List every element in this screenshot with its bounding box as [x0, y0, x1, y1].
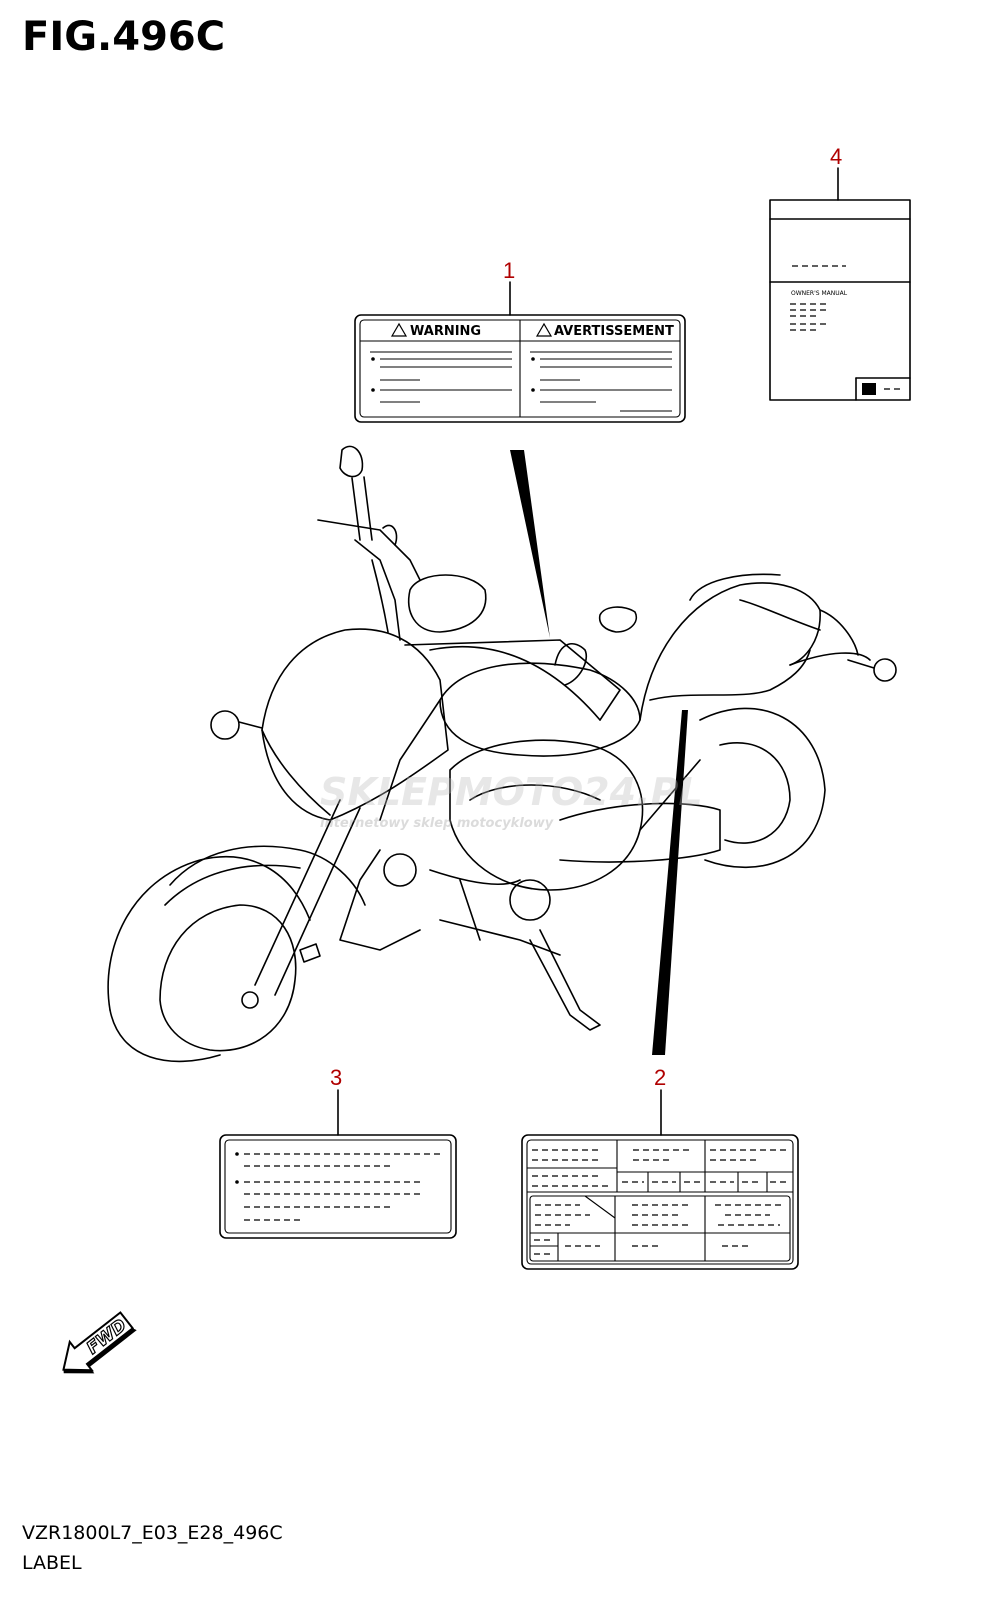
avertissement-icon	[535, 322, 553, 337]
watermark-sub: internetowy sklep motocyklowy	[320, 816, 554, 831]
watermark: SKLEPMOTO24.PL internetowy sklep motocyk…	[320, 770, 703, 831]
motorcycle-drawing	[107, 445, 897, 1063]
figure-name: LABEL	[22, 1552, 82, 1574]
owners-manual-text: OWNER'S MANUAL	[791, 290, 848, 297]
figure-title: FIG.496C	[22, 14, 226, 60]
leader-1	[510, 450, 550, 638]
warning-label[interactable]: WARNING AVERTISSEMENT	[354, 281, 686, 423]
suzuki-logo-icon	[862, 383, 876, 395]
leader-2	[652, 710, 688, 1055]
callout-3: 3	[330, 1065, 342, 1090]
avertissement-heading: AVERTISSEMENT	[554, 324, 674, 339]
watermark-main: SKLEPMOTO24.PL	[320, 770, 703, 814]
figure-code: VZR1800L7_E03_E28_496C	[22, 1522, 283, 1544]
tire-info-label[interactable]	[521, 1089, 799, 1270]
warning-heading: WARNING	[410, 324, 481, 339]
callout-4: 4	[830, 144, 842, 169]
callout-2: 2	[654, 1065, 666, 1090]
fwd-arrow-icon: FWD	[62, 1311, 137, 1374]
warning-icon	[390, 322, 408, 337]
caution-label[interactable]	[219, 1089, 457, 1239]
owners-manual-label[interactable]: OWNER'S MANUAL	[769, 167, 911, 401]
callout-1: 1	[503, 258, 515, 283]
